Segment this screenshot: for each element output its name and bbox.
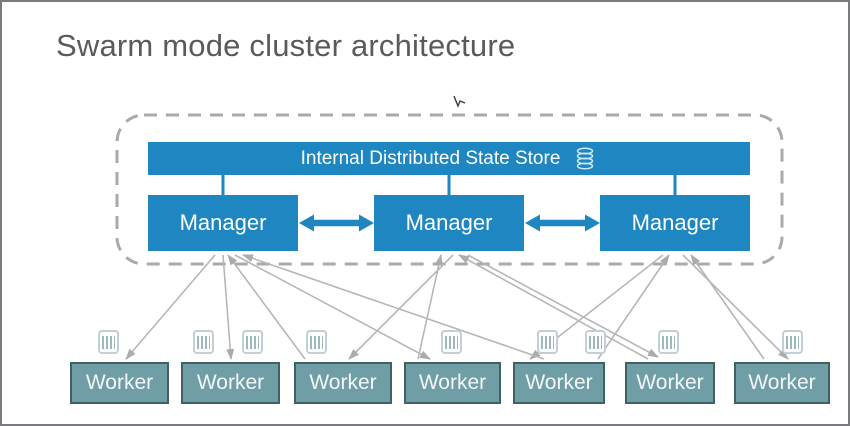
container-icon-bars [589, 335, 602, 349]
worker-node: Worker [294, 362, 392, 404]
container-icon [193, 330, 214, 354]
worker-label: Worker [196, 371, 265, 394]
container-icon-bars [310, 335, 323, 349]
container-icon [658, 330, 679, 354]
worker-node: Worker [70, 362, 169, 404]
manager-worker-arrow [467, 254, 659, 358]
container-icon [98, 330, 119, 354]
manager-label: Manager [631, 210, 719, 235]
database-icon [577, 147, 594, 170]
diagram-title: Swarm mode cluster architecture [56, 28, 516, 63]
manager-manager-arrow [525, 214, 600, 232]
container-icon [537, 330, 558, 354]
manager-label: Manager [405, 210, 493, 235]
container-icon [306, 330, 327, 354]
worker-manager-arrow [690, 254, 765, 360]
container-icon [585, 330, 606, 354]
manager-worker-arrow [234, 254, 431, 360]
worker-node: Worker [734, 362, 830, 404]
worker-manager-arrow [227, 254, 306, 360]
worker-label: Worker [525, 371, 593, 394]
manager-worker-arrow [682, 254, 789, 360]
container-icon-bars [662, 335, 675, 349]
manager-node: Manager [148, 195, 298, 251]
manager-worker-arrow [222, 254, 235, 360]
manager-worker-arrow [125, 254, 216, 360]
manager-label: Manager [179, 210, 267, 235]
container-icon-bars [246, 335, 259, 349]
container-icon-bars [197, 335, 210, 349]
container-icon-bars [541, 335, 554, 349]
worker-manager-arrow [242, 254, 545, 360]
worker-node: Worker [404, 362, 501, 404]
worker-label: Worker [748, 371, 816, 394]
worker-manager-arrow [417, 254, 443, 360]
worker-node: Worker [513, 362, 605, 404]
manager-worker-arrow [348, 254, 454, 360]
container-icon [242, 330, 263, 354]
cursor-mark [453, 95, 466, 108]
worker-manager-arrow [597, 254, 670, 360]
container-icon [782, 330, 803, 354]
worker-label: Worker [636, 371, 704, 394]
worker-node: Worker [625, 362, 715, 404]
container-icon-bars [786, 335, 799, 349]
worker-label: Worker [418, 371, 487, 394]
worker-manager-arrow [458, 254, 649, 360]
manager-manager-arrow [299, 214, 374, 232]
state-store-box: Internal Distributed State Store [148, 142, 750, 175]
container-icon-bars [445, 335, 458, 349]
container-icon [441, 330, 462, 354]
container-icon-bars [102, 335, 115, 349]
worker-label: Worker [309, 371, 377, 394]
state-store-label: Internal Distributed State Store [300, 147, 561, 169]
manager-node: Manager [600, 195, 750, 251]
worker-label: Worker [85, 371, 154, 394]
manager-node: Manager [374, 195, 524, 251]
worker-node: Worker [181, 362, 280, 404]
